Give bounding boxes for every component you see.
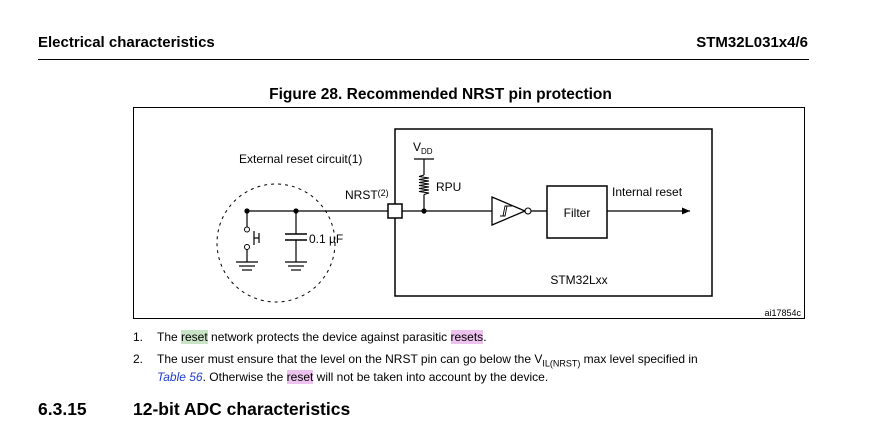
header-rule (38, 59, 809, 60)
chip-label: STM32Lxx (550, 273, 607, 287)
highlight: reset (286, 370, 314, 385)
schmitt-trigger-buffer (491, 196, 527, 226)
section-title: 12-bit ADC characteristics (133, 399, 351, 419)
rpu-label: RPU (436, 180, 461, 194)
highlight: reset (181, 330, 208, 344)
external-circuit-boundary (216, 183, 336, 303)
figure-title: Figure 28. Recommended NRST pin protecti… (269, 86, 612, 103)
header-part-number: STM32L031x4/6 (696, 34, 808, 51)
nrst-label: NRST(2) (345, 188, 389, 202)
ground-symbol (285, 261, 307, 271)
note-number: 1. (133, 330, 144, 344)
figure-reference: ai17854c (764, 308, 801, 318)
table-56-link[interactable]: Table 56 (157, 370, 203, 385)
figure-frame (133, 107, 805, 319)
external-circuit-label: External reset circuit(1) (239, 152, 362, 166)
highlight: resets (450, 330, 484, 344)
inverter-bubble (524, 207, 532, 215)
filter-block (546, 185, 608, 239)
note-2: The user must ensure that the level on t… (157, 352, 698, 385)
switch-contact (244, 226, 250, 233)
vdd-label: VDD (413, 140, 433, 156)
ground-symbol (236, 261, 258, 271)
pullup-resistor (418, 174, 430, 195)
switch-contact (244, 244, 250, 250)
capacitor-label: 0.1 µF (309, 232, 343, 246)
note-1: The reset network protects the device ag… (157, 330, 487, 344)
internal-reset-label: Internal reset (612, 185, 683, 199)
filter-label: Filter (564, 206, 591, 220)
hysteresis-icon (500, 205, 512, 217)
note-number: 2. (133, 352, 144, 366)
header-section-title: Electrical characteristics (38, 34, 215, 51)
nrst-pin (387, 203, 403, 219)
section-number: 6.3.15 (38, 399, 87, 419)
